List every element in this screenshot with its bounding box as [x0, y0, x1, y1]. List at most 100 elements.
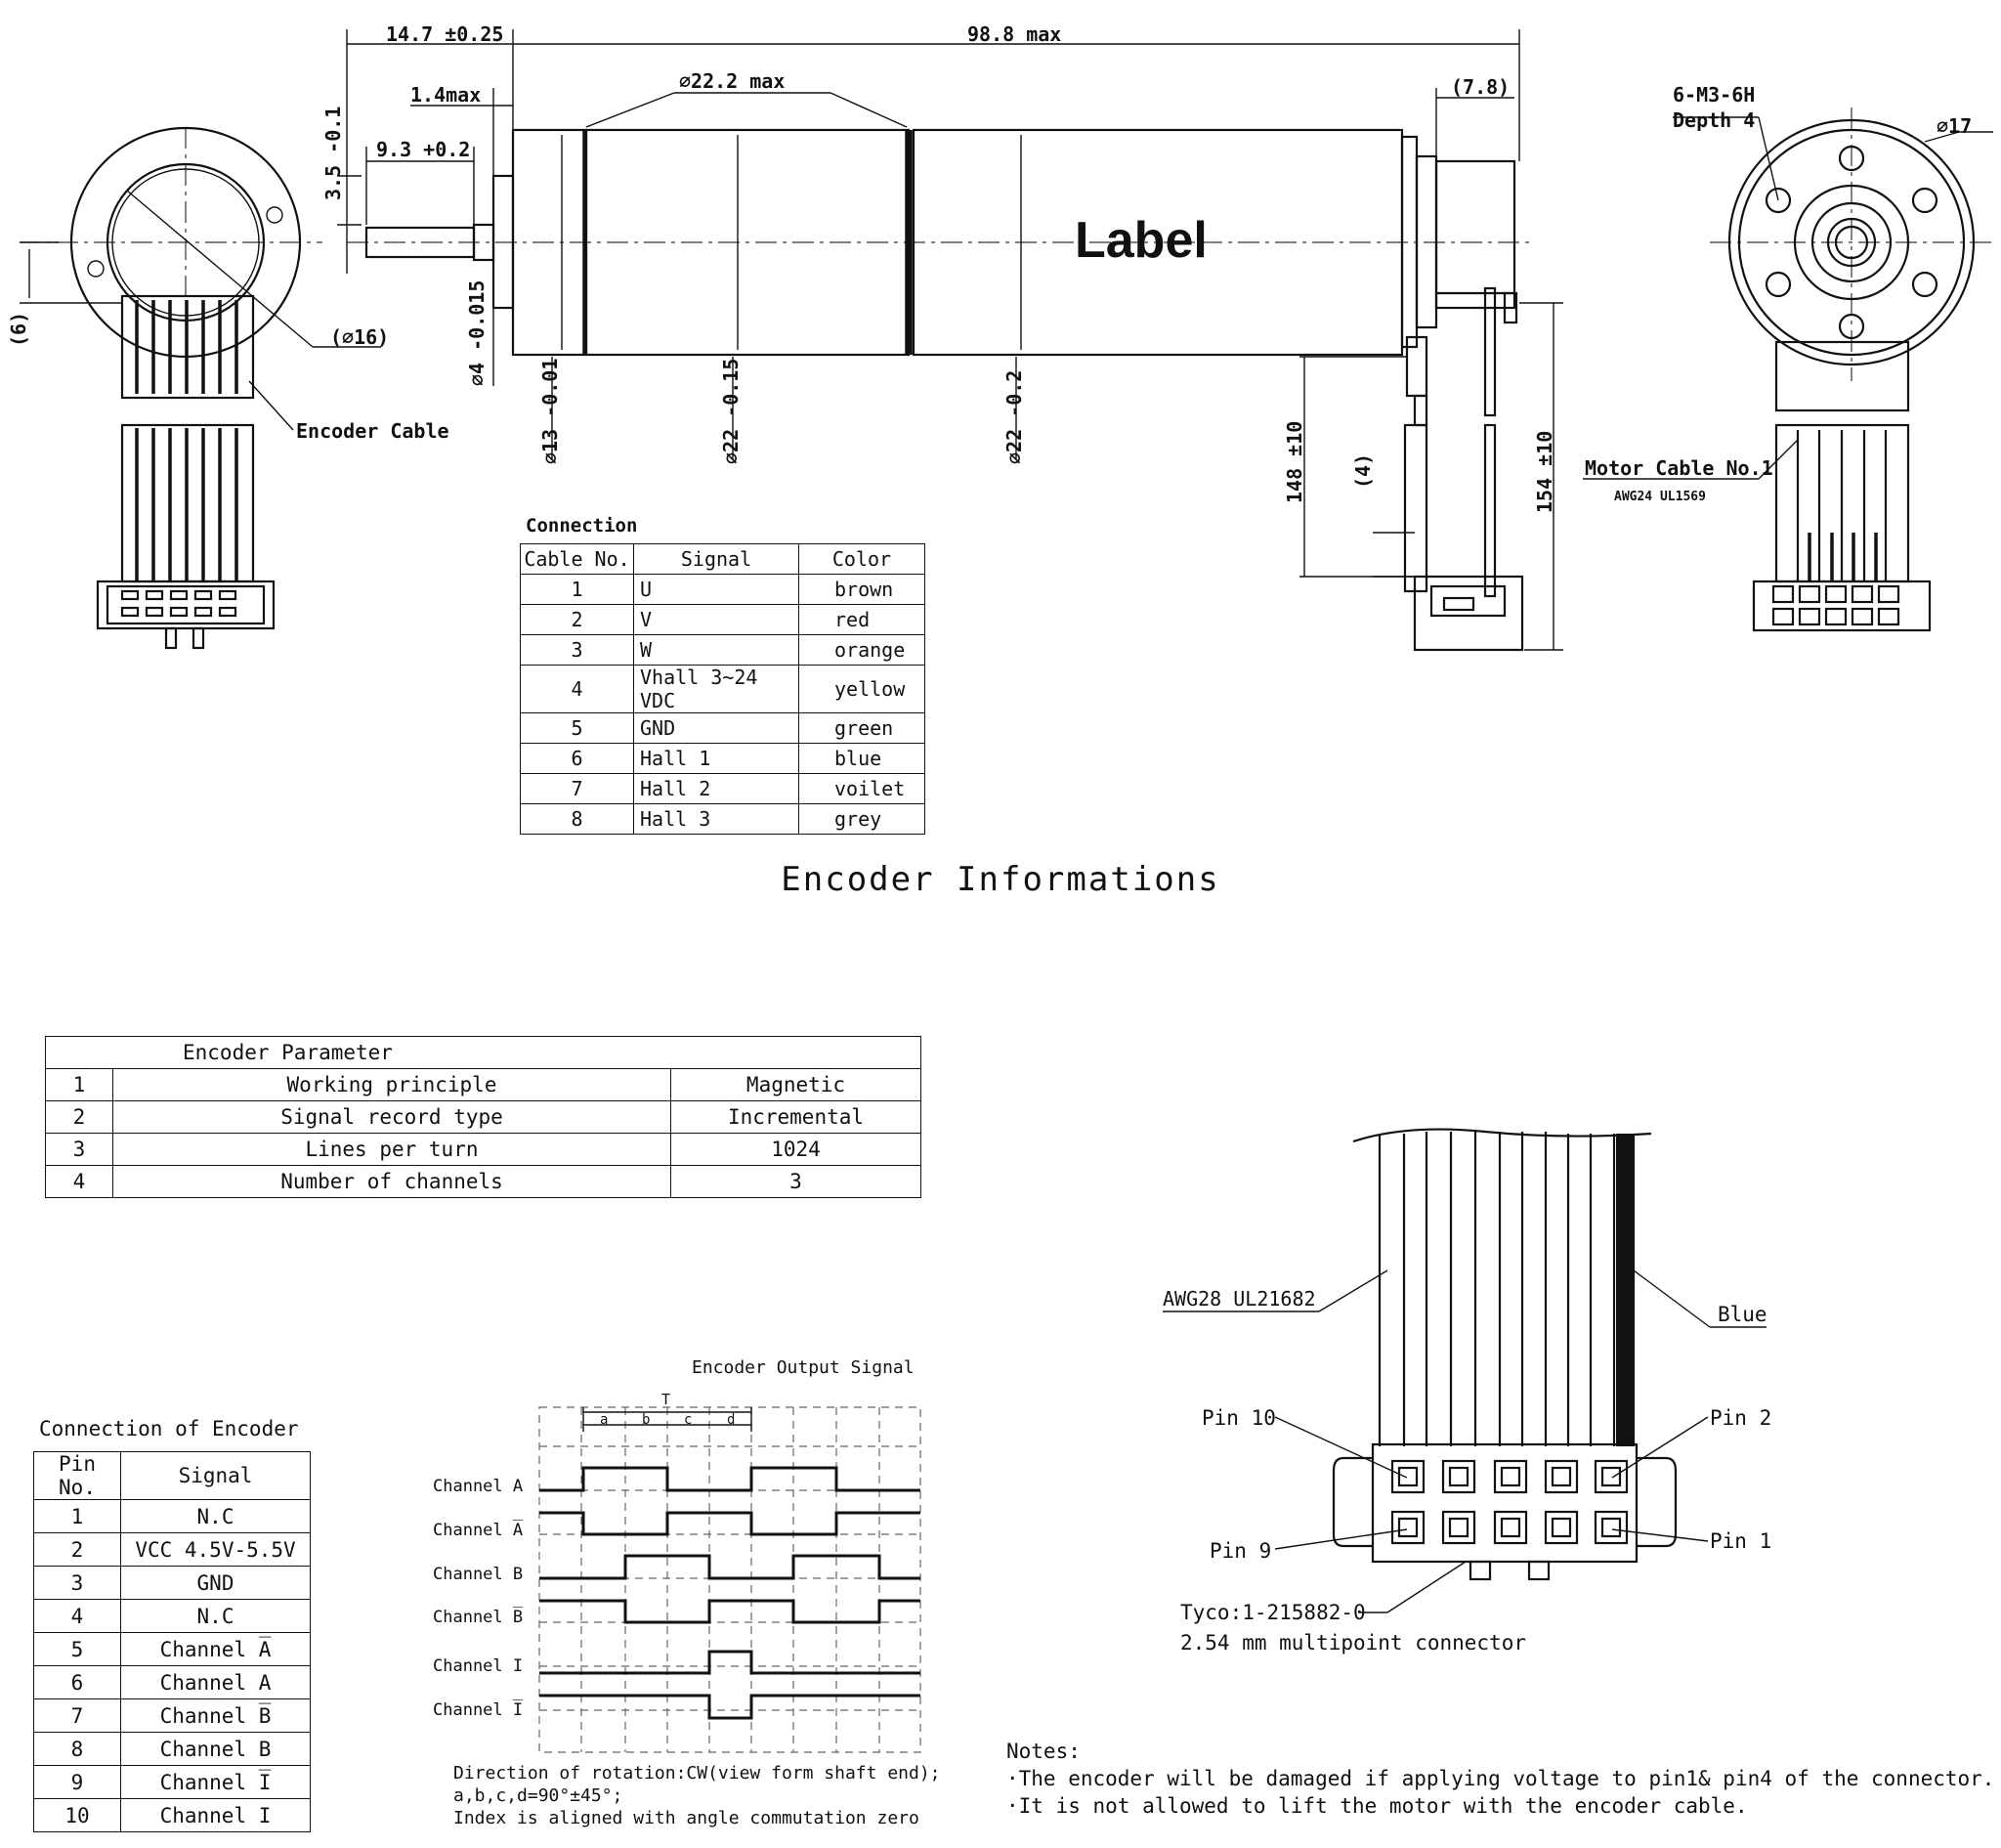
- wave-channel-b: [539, 1554, 920, 1580]
- cell: 3: [45, 1133, 113, 1166]
- cell: 4: [520, 665, 634, 713]
- cell: W: [633, 634, 799, 666]
- cell: Channel I̅: [120, 1765, 311, 1799]
- dim-phi22-a: ∅22 -0.15: [719, 359, 743, 464]
- wave-channel-a: [539, 1466, 920, 1492]
- cell: 4: [33, 1599, 121, 1633]
- note-item: ·The encoder will be damaged if applying…: [1006, 1767, 1995, 1790]
- cell: Hall 3: [633, 803, 799, 835]
- cell: Hall 1: [633, 743, 799, 774]
- cell: 8: [520, 803, 634, 835]
- encoder-connection-title: Connection of Encoder: [39, 1417, 299, 1440]
- cell: GND: [633, 712, 799, 744]
- dim-14-7: 14.7 ±0.25: [386, 22, 503, 46]
- pin9-label: Pin 9: [1210, 1539, 1271, 1563]
- dim-phi4: ∅4 -0.015: [465, 280, 489, 386]
- cell: Signal record type: [112, 1100, 671, 1134]
- period-label: T: [661, 1391, 670, 1408]
- right-end-view: 6-M3-6H Depth 4 ∅17 Motor Cable No.1 AWG…: [1583, 83, 1993, 632]
- part-description: 2.54 mm multipoint connector: [1180, 1631, 1526, 1655]
- cell: voilet: [798, 773, 925, 804]
- note-item: ·It is not allowed to lift the motor wit…: [1006, 1794, 1748, 1818]
- connection-title: Connection: [526, 515, 638, 537]
- cell: 10: [33, 1798, 121, 1832]
- cell: 2: [520, 604, 634, 635]
- dim-148: 148 ±10: [1283, 421, 1306, 503]
- header-signal: Signal: [120, 1451, 311, 1500]
- notes-title: Notes:: [1006, 1740, 1081, 1763]
- channel-i-label: Channel I: [433, 1656, 523, 1676]
- dim-phi17: ∅17: [1937, 114, 1972, 138]
- notes: Notes: ·The encoder will be damaged if a…: [1006, 1738, 1994, 1820]
- channel-b-bar-label: Channel B̅: [433, 1606, 524, 1627]
- dim-9-3: 9.3 +0.2: [376, 138, 470, 161]
- phase-d: d: [727, 1412, 735, 1428]
- cell: green: [798, 712, 925, 744]
- cell: 7: [520, 773, 634, 804]
- dim-154: 154 ±10: [1533, 431, 1556, 513]
- waveform-caption-3: Index is aligned with angle commutation …: [453, 1808, 919, 1828]
- dim-3-5: 3.5 -0.1: [321, 107, 345, 200]
- cell: 1: [33, 1499, 121, 1533]
- header-signal: Signal: [633, 543, 799, 575]
- dim-phi22-b: ∅22 -0.2: [1002, 370, 1026, 464]
- motor-cable-spec: AWG24 UL1569: [1614, 490, 1706, 504]
- channel-b-label: Channel B: [433, 1565, 523, 1584]
- cell: 6: [33, 1665, 121, 1699]
- cell: Number of channels: [112, 1165, 671, 1198]
- cell: 1: [45, 1068, 113, 1101]
- cell: GND: [120, 1566, 311, 1600]
- wave-channel-a-bar: [539, 1511, 920, 1536]
- cell: Working principle: [112, 1068, 671, 1101]
- dim-7-8: (7.8): [1451, 75, 1510, 99]
- phase-a: a: [600, 1412, 608, 1428]
- cell: grey: [798, 803, 925, 835]
- dim-6-m3: 6-M3-6H: [1673, 83, 1755, 107]
- cell: Channel B̅: [120, 1698, 311, 1733]
- encoder-cable-label: Encoder Cable: [296, 419, 449, 443]
- cell: 8: [33, 1732, 121, 1766]
- cell: orange: [798, 634, 925, 666]
- pin2-label: Pin 2: [1710, 1406, 1771, 1430]
- waveform-title: Encoder Output Signal: [692, 1357, 915, 1378]
- table-header-row: Pin No. Signal: [33, 1451, 311, 1500]
- dim-phi22-2: ∅22.2 max: [679, 69, 785, 93]
- pin10-label: Pin 10: [1202, 1406, 1276, 1430]
- label-text: Label: [1075, 212, 1208, 269]
- motor-cable-label: Motor Cable No.1: [1585, 456, 1773, 480]
- cell: 1024: [670, 1133, 921, 1166]
- cell: 4: [45, 1165, 113, 1198]
- cell: Hall 2: [633, 773, 799, 804]
- channel-i-bar-label: Channel I̅: [433, 1698, 524, 1720]
- cell: Channel A̅: [120, 1632, 311, 1666]
- channel-a-bar-label: Channel A̅: [433, 1519, 524, 1540]
- cell: red: [798, 604, 925, 635]
- encoder-waveform: Encoder Output Signal T a b c d Channel …: [433, 1357, 941, 1828]
- part-number: Tyco:1-215882-0: [1180, 1601, 1366, 1624]
- encoder-informations-title: Encoder Informations: [781, 860, 1220, 899]
- cell: N.C: [120, 1499, 311, 1533]
- cell: VCC 4.5V-5.5V: [120, 1532, 311, 1567]
- header-pin-no: Pin No.: [33, 1451, 121, 1500]
- table-header-row: Cable No. Signal Color: [520, 543, 925, 575]
- phase-c: c: [684, 1412, 692, 1428]
- dim-phi16: (∅16): [330, 325, 389, 349]
- left-end-view: (6) (∅16) Encoder Cable: [7, 126, 449, 650]
- cell: 5: [520, 712, 634, 744]
- cell: Incremental: [670, 1100, 921, 1134]
- cell: Channel I: [120, 1798, 311, 1832]
